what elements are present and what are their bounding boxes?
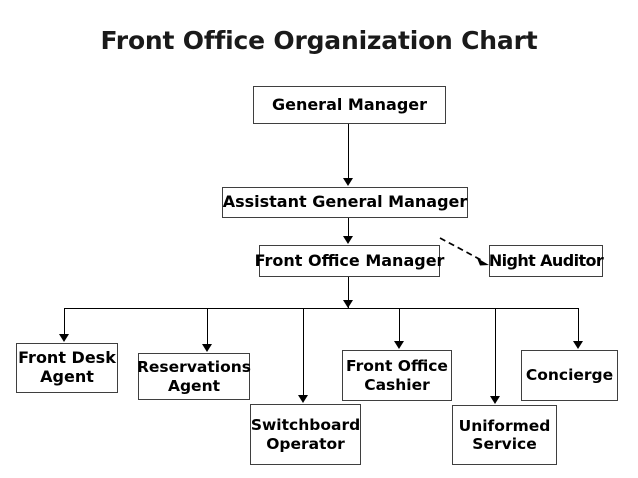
node-night-auditor[interactable]: Night Auditor xyxy=(489,245,604,277)
arrowhead-gm-to-agm xyxy=(343,178,353,186)
node-assistant-general-manager[interactable]: Assistant General Manager xyxy=(222,187,468,218)
node-front-desk-agent[interactable]: Front Desk Agent xyxy=(16,343,118,393)
connector-branch-front-desk-agent xyxy=(64,308,65,335)
arrowhead-front-desk-agent xyxy=(59,334,69,342)
node-front-office-manager[interactable]: Front Office Manager xyxy=(255,245,444,277)
connector-branch-concierge xyxy=(578,308,579,342)
node-reservations-agent[interactable]: Reservations Agent xyxy=(137,353,251,400)
connector-gm-to-agm xyxy=(348,124,349,179)
node-general-manager[interactable]: General Manager xyxy=(253,86,446,124)
connector-fom-stem xyxy=(348,277,349,308)
connector-branch-front-office-cashier xyxy=(399,308,400,342)
arrowhead-fom-stem xyxy=(343,300,353,308)
connector-agm-to-fom xyxy=(348,218,349,237)
arrowhead-switchboard-operator xyxy=(298,395,308,403)
connector-branch-uniformed-service xyxy=(495,308,496,397)
node-concierge[interactable]: Concierge xyxy=(521,350,618,401)
arrowhead-concierge xyxy=(573,341,583,349)
node-switchboard-operator[interactable]: Switchboard Operator xyxy=(250,404,361,465)
arrowhead-uniformed-service xyxy=(490,396,500,404)
connector-horizontal-bus xyxy=(64,308,578,309)
node-front-office-cashier[interactable]: Front Office Cashier xyxy=(342,350,452,401)
arrowhead-front-office-cashier xyxy=(394,341,404,349)
connector-dashed-fom-to-night-auditor xyxy=(439,237,489,266)
arrowhead-agm-to-fom xyxy=(343,236,353,244)
arrowhead-reservations-agent xyxy=(202,344,212,352)
connector-branch-reservations-agent xyxy=(207,308,208,345)
node-uniformed-service[interactable]: Uniformed Service xyxy=(452,405,557,465)
connector-branch-switchboard-operator xyxy=(303,308,304,396)
page-title: Front Office Organization Chart xyxy=(100,26,538,55)
